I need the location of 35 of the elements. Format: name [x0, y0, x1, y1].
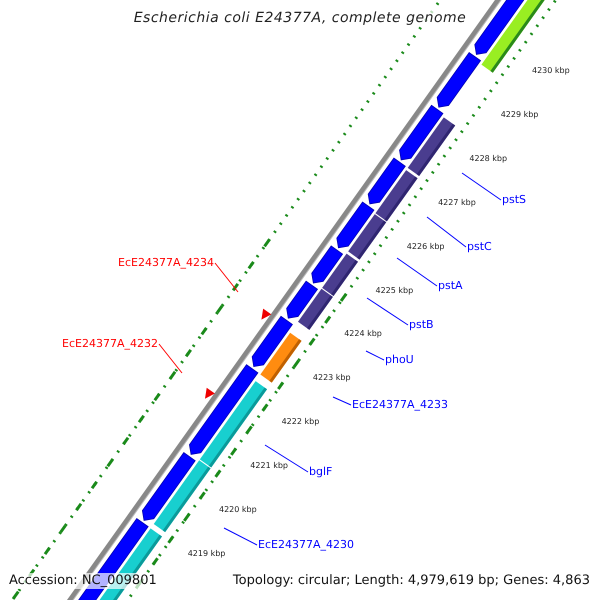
gene-label: EcE24377A_4230 — [258, 538, 354, 552]
leader-line — [426, 216, 466, 248]
gene-label: bglF — [309, 465, 332, 479]
leader-line — [332, 396, 352, 406]
gene-label: pstS — [502, 193, 526, 207]
leader-line — [366, 298, 408, 326]
gene-label: pstB — [409, 318, 434, 332]
title: Escherichia coli E24377A, complete genome — [132, 9, 468, 28]
gene-label: pstA — [438, 279, 463, 293]
scale-label: 4230 kbp — [532, 66, 570, 76]
scale-label: 4220 kbp — [219, 505, 257, 515]
leader-line — [214, 262, 238, 292]
scale-label: 4229 kbp — [500, 110, 538, 120]
leader-line — [158, 344, 182, 374]
accession-text: Accession: NC_009801 — [8, 573, 158, 589]
scale-label: 4228 kbp — [469, 154, 508, 164]
gene-label: EcE24377A_4232 — [62, 337, 158, 351]
scale-label: 4226 kbp — [406, 242, 444, 252]
scale-label: 4224 kbp — [344, 329, 382, 340]
leader-line — [462, 172, 502, 200]
scale-label: 4223 kbp — [312, 373, 351, 384]
gene-label: EcE24377A_4233 — [352, 398, 448, 412]
scale-label: 4227 kbp — [438, 198, 476, 208]
leader-line — [264, 444, 308, 472]
scale-label: 4219 kbp — [188, 548, 226, 559]
genome-stats-text: Topology: circular; Length: 4,979,619 bp; Genes: 4,863 — [232, 573, 591, 589]
scale-label: 4222 kbp — [282, 417, 320, 428]
leader-line — [224, 528, 258, 546]
scale-label: 4221 kbp — [250, 461, 288, 472]
gene-label: EcE24377A_4234 — [118, 256, 214, 270]
gene-label: phoU — [385, 353, 414, 367]
leader-line — [396, 258, 438, 286]
scale-label: 4225 kbp — [376, 286, 414, 296]
gene-label: pstC — [467, 240, 492, 254]
leader-line — [366, 350, 384, 360]
